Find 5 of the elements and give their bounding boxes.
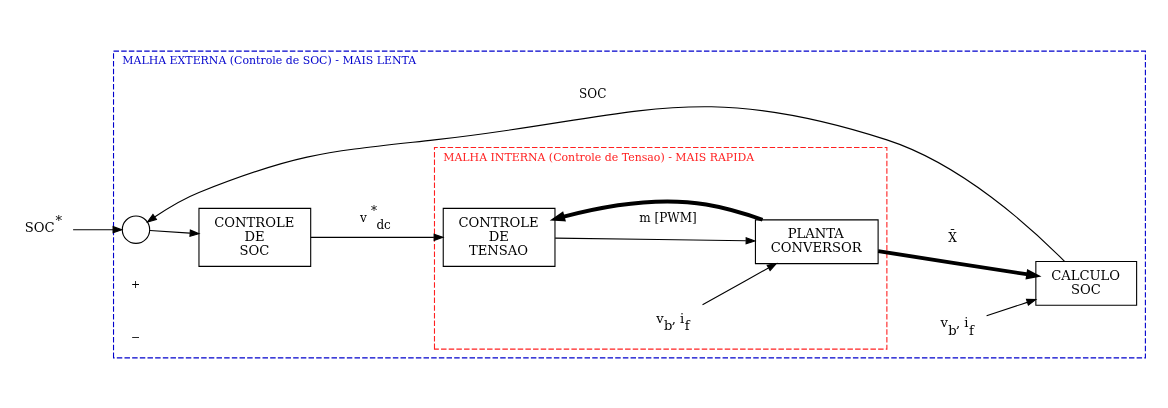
edge-label: X̄ — [948, 230, 957, 245]
edge-label: SOC — [579, 86, 607, 101]
label: − — [131, 330, 141, 344]
edge-label: m [PWM] — [639, 210, 697, 225]
label: + — [131, 277, 141, 291]
